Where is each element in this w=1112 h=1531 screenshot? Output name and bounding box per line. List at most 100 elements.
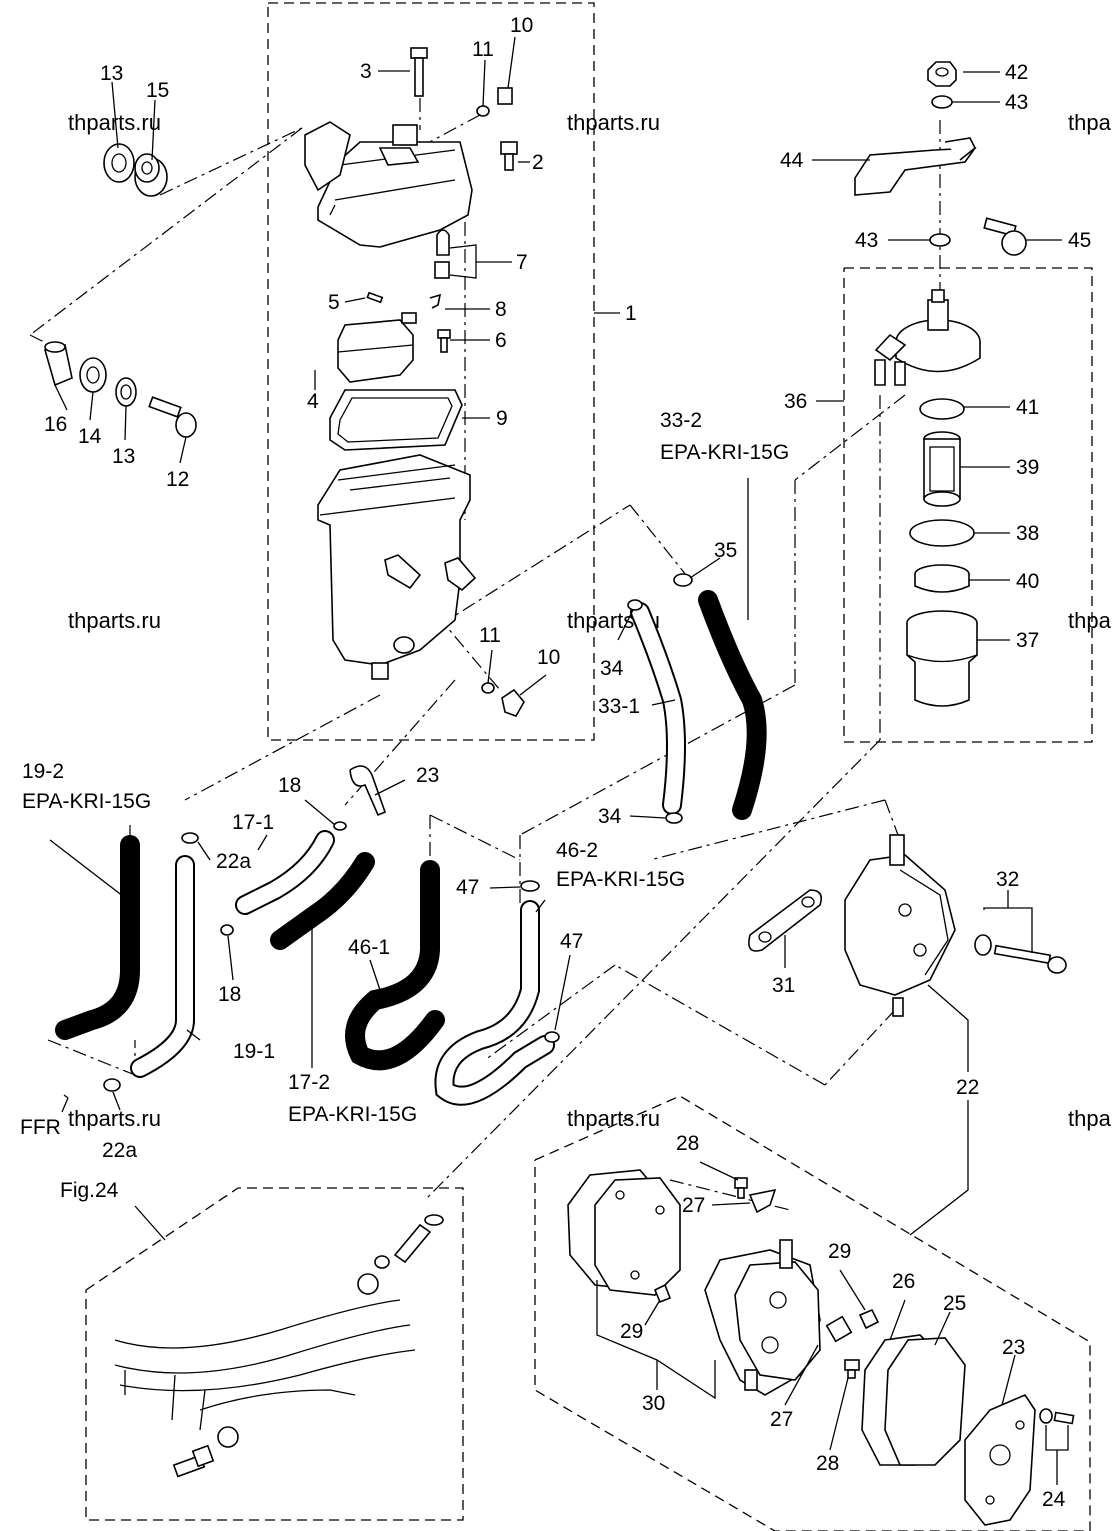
hose-code-19-2: EPA-KRI-15G — [22, 790, 151, 813]
label-22a-top: 22a — [216, 850, 251, 873]
gasket-part-9 — [329, 389, 463, 451]
hose-part-17-2 — [272, 854, 373, 948]
bulb-part-7 — [434, 229, 450, 279]
label-47b: 47 — [560, 930, 583, 953]
hose-part-46-2 — [436, 902, 553, 1104]
label-10a: 10 — [510, 14, 533, 37]
label-29a: 29 — [828, 1240, 851, 1263]
fitting-nut — [357, 1273, 379, 1295]
screw-part-28a — [734, 1177, 748, 1199]
filter-element-39 — [923, 431, 961, 507]
label-15: 15 — [146, 79, 169, 102]
fig-ref-label: Fig.24 — [60, 1179, 119, 1202]
label-4: 4 — [307, 390, 319, 413]
label-27a: 27 — [682, 1194, 705, 1217]
label-45: 45 — [1068, 229, 1091, 252]
screw-part-28b — [844, 1359, 860, 1379]
label-5: 5 — [328, 291, 340, 314]
engine-detail-box — [85, 1187, 464, 1521]
hose-part-33-1 — [632, 604, 684, 813]
label-22a-bottom: 22a — [102, 1139, 137, 1162]
clamp-part-34b — [665, 812, 683, 824]
washer-part-43a — [931, 95, 953, 109]
part-labels: 13 15 3 11 10 2 7 5 8 6 4 9 1 16 14 13 1… — [20, 14, 1091, 1511]
label-18b: 18 — [218, 983, 241, 1006]
gasket-part-25 — [884, 1337, 966, 1466]
label-23b: 23 — [1002, 1336, 1025, 1359]
fuel-tank-group-box — [267, 2, 595, 741]
watermark: thparts.ru — [1068, 110, 1112, 135]
label-29b: 29 — [620, 1320, 643, 1343]
label-13b: 13 — [112, 445, 135, 468]
fitting-pipe — [393, 1223, 432, 1264]
tank-cap — [317, 141, 473, 248]
label-46-1: 46-1 — [348, 936, 390, 959]
plug-part-10b — [501, 688, 525, 717]
hose-part-33-2 — [700, 592, 765, 818]
label-40: 40 — [1016, 570, 1039, 593]
cable-tie-part-23 — [349, 765, 387, 817]
clamp-part-22a-bottom — [103, 1078, 121, 1092]
mount-washer-13-top — [103, 143, 135, 183]
clamp-part-47a — [520, 880, 540, 892]
tank-outlet-fittings — [384, 554, 477, 654]
fuel-filter-group-box — [843, 267, 1093, 743]
washer-part-11 — [476, 105, 490, 117]
label-25: 25 — [943, 1292, 966, 1315]
hose-set-17-19 — [55, 765, 387, 1092]
label-37: 37 — [1016, 629, 1039, 652]
label-47a: 47 — [456, 876, 479, 899]
label-6: 6 — [495, 329, 507, 352]
label-43b: 43 — [855, 229, 878, 252]
label-10b: 10 — [537, 646, 560, 669]
nut-part-29a — [653, 1283, 672, 1304]
clamp-part-35 — [673, 573, 693, 587]
hose-part-19-1 — [132, 857, 193, 1076]
cover-part-23 — [964, 1394, 1036, 1526]
plug-part-10 — [497, 87, 513, 105]
clip-part-8 — [429, 293, 442, 309]
hose-part-46-1 — [347, 862, 443, 1069]
pump-cover-part-30 — [567, 1169, 681, 1296]
label-43a: 43 — [1005, 91, 1028, 114]
mount-washer-13-bottom — [115, 377, 137, 407]
label-2: 2 — [532, 151, 544, 174]
fuel-pump-assembly — [748, 834, 1067, 1017]
clip-part-18a — [333, 821, 347, 831]
label-17-1: 17-1 — [232, 811, 274, 834]
nipple-washer — [217, 1426, 239, 1448]
pin-part-5 — [366, 291, 384, 304]
label-27b: 27 — [770, 1408, 793, 1431]
label-39: 39 — [1016, 456, 1039, 479]
hose-part-17-1 — [237, 832, 333, 913]
label-19-2: 19-2 — [22, 760, 64, 783]
hose-set-46 — [345, 860, 560, 1106]
mount-grommet-15 — [134, 153, 168, 197]
washer-part-43b — [929, 233, 951, 247]
washer-part-11b — [481, 682, 495, 694]
watermarks: thparts.ru thparts.ru thparts.ru thparts… — [68, 110, 1112, 1131]
label-17-2: 17-2 — [288, 1071, 330, 1094]
nut-part-29b — [858, 1308, 880, 1330]
watermark: thparts.ru — [68, 608, 161, 633]
tank-vent-fitting — [392, 124, 418, 146]
label-19-1: 19-1 — [233, 1040, 275, 1063]
pump-bracket-31 — [748, 889, 823, 952]
label-34b: 34 — [598, 805, 622, 828]
clip-part-18b — [220, 924, 234, 936]
engine-detail — [114, 1214, 444, 1478]
label-35: 35 — [714, 539, 737, 562]
hose-code-17-2: EPA-KRI-15G — [288, 1103, 417, 1126]
float-part-4 — [337, 319, 414, 383]
watermark: thparts.ru — [1068, 608, 1112, 633]
screw-part-2 — [500, 141, 518, 171]
label-38: 38 — [1016, 522, 1039, 545]
mount-collar-16 — [44, 341, 73, 387]
o-ring-part-41 — [919, 398, 965, 420]
clamp-part-34a — [627, 599, 643, 611]
label-11b: 11 — [479, 624, 501, 647]
label-41: 41 — [1016, 396, 1039, 419]
watermark: thparts.ru — [567, 1106, 660, 1131]
hose-part-19-2 — [57, 837, 138, 1038]
